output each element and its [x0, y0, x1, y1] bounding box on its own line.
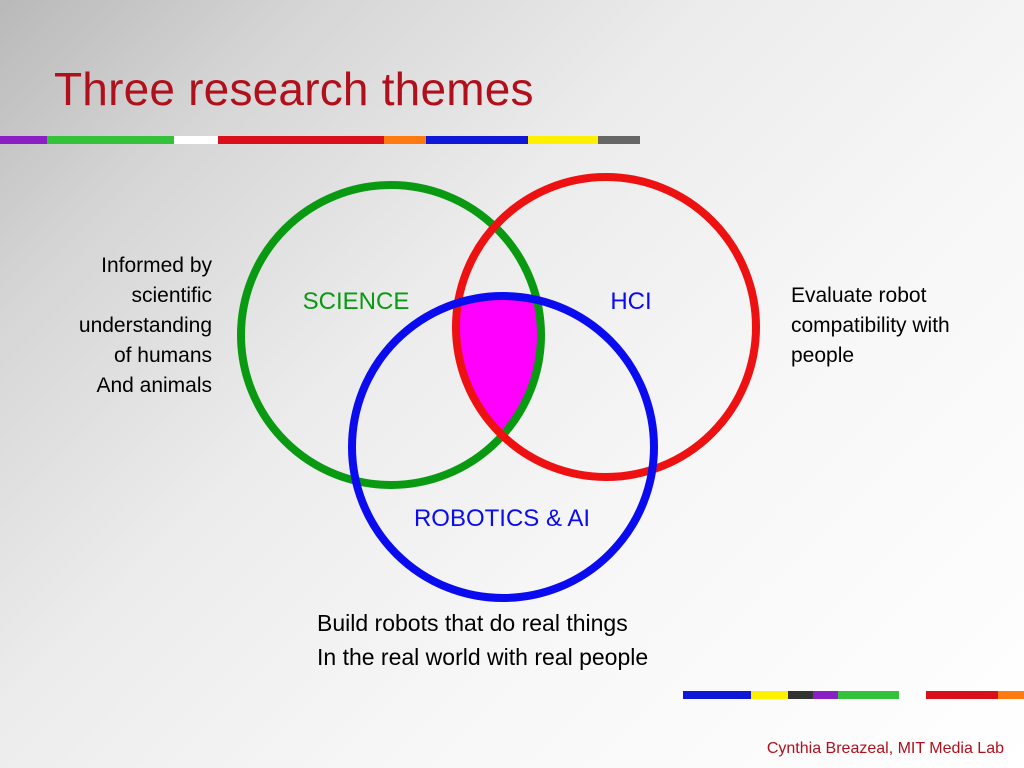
description-line: And animals: [96, 374, 212, 397]
robotics-label: ROBOTICS & AI: [414, 505, 590, 532]
hci-description: Evaluate robot compatibility with people: [791, 281, 1011, 371]
color-segment: [683, 691, 751, 699]
color-segment: [926, 691, 998, 699]
color-segment: [174, 136, 218, 144]
slide-title: Three research themes: [54, 63, 534, 115]
color-segment: [218, 136, 384, 144]
color-segment: [813, 691, 838, 699]
hci-circle: [452, 173, 760, 481]
description-line: Evaluate robot: [791, 284, 927, 307]
top-color-bar: [0, 136, 640, 144]
color-segment: [426, 136, 528, 144]
robotics-circle: [348, 292, 658, 602]
description-line: understanding: [78, 314, 212, 337]
color-segment: [998, 691, 1024, 699]
science-circle: [237, 181, 545, 489]
description-line: compatibility with: [791, 314, 950, 337]
color-segment: [47, 136, 174, 144]
color-segment: [528, 136, 598, 144]
description-line: of humans: [113, 344, 212, 367]
hci-label: HCI: [610, 288, 651, 315]
color-segment: [0, 136, 47, 144]
bottom-right-color-bar: [926, 691, 1024, 699]
description-line: scientific: [131, 284, 212, 307]
robotics-description: Build robots that do real things In the …: [317, 606, 757, 674]
footer-credit: Cynthia Breazeal, MIT Media Lab: [766, 740, 1004, 757]
color-segment: [838, 691, 899, 699]
description-line: people: [791, 344, 855, 367]
color-segment: [598, 136, 640, 144]
science-description: Informed by scientific understanding of …: [30, 251, 212, 401]
science-label: SCIENCE: [303, 288, 410, 315]
color-segment: [751, 691, 788, 699]
description-line: Informed by: [101, 254, 212, 277]
description-line: In the real world with real people: [317, 644, 649, 670]
color-segment: [384, 136, 426, 144]
description-line: Build robots that do real things: [317, 610, 628, 636]
bottom-color-bar: [683, 691, 899, 699]
color-segment: [788, 691, 813, 699]
